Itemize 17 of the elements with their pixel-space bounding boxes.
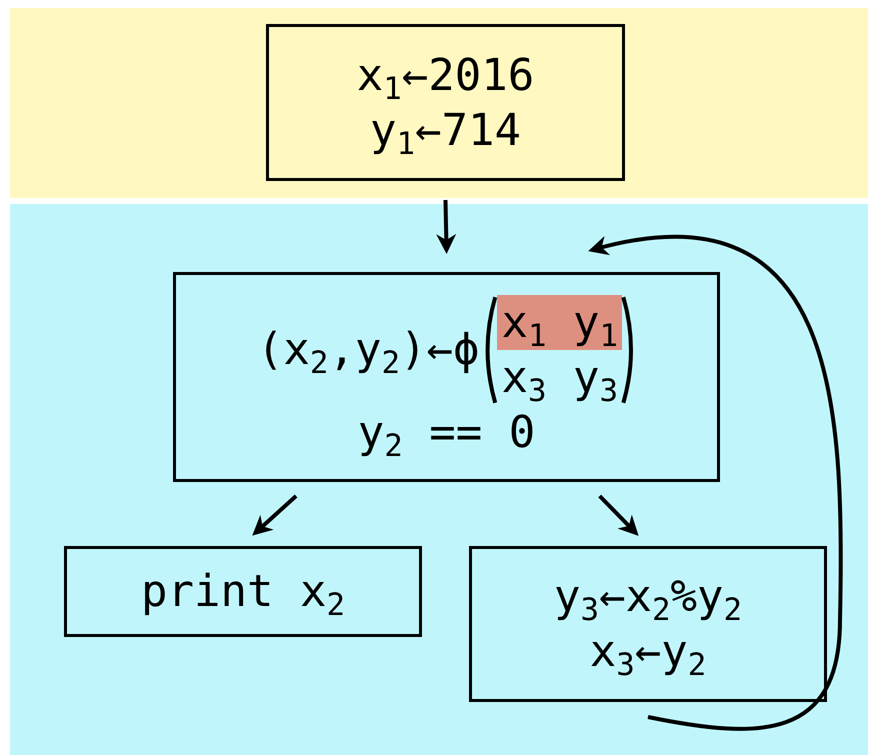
phi-operands: x$_{3}$ y$_{3}$ xyxy=(500,350,620,404)
phi-assignment: (x$_{2}$,y$_{2}$)←ϕ xyxy=(256,323,480,377)
arrow xyxy=(588,236,843,731)
code-block-box xyxy=(469,546,827,702)
code-line: x$_{3}$←y$_{2}$ xyxy=(590,625,706,679)
code-line: y$_{3}$←x$_{2}$%y$_{2}$ xyxy=(554,570,742,624)
code-line: x$_{1}$←2016 xyxy=(356,48,534,102)
arrow xyxy=(252,494,298,536)
code-line: y$_{1}$←714 xyxy=(370,104,521,158)
arrow xyxy=(598,494,639,536)
code-block-box xyxy=(64,546,422,637)
highlighted-phi-operands: x$_{1}$ y$_{1}$ xyxy=(497,294,622,350)
condition-text: y$_{2}$ == 0 xyxy=(358,406,536,460)
code-line: print x$_{2}$ xyxy=(141,565,345,619)
code-block-box xyxy=(266,24,625,181)
arrow xyxy=(436,200,456,254)
phi-box xyxy=(173,272,720,482)
